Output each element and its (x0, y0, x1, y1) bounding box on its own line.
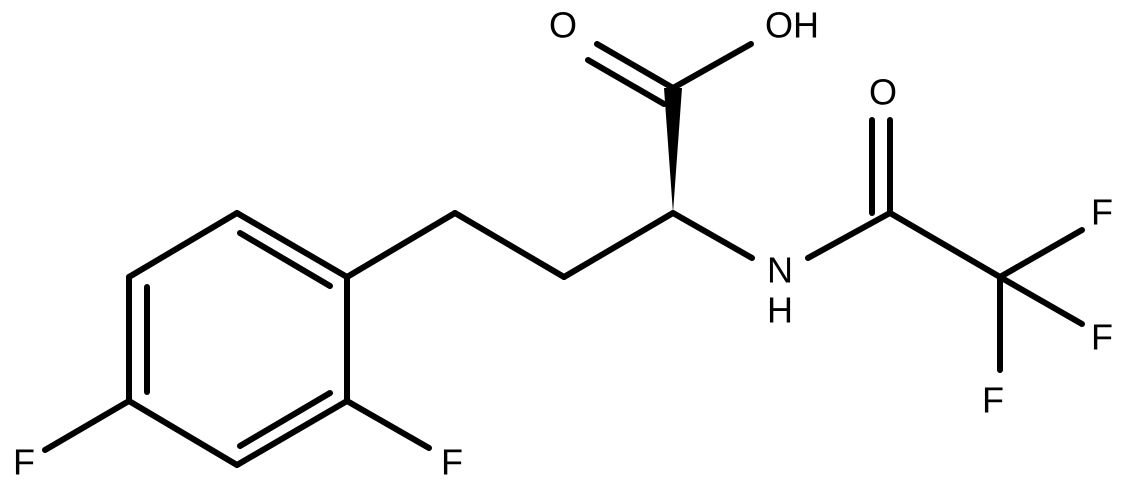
bond-ch2-calpha (561, 210, 676, 280)
bond-n-camide (805, 210, 893, 261)
atom-label-f-cf3-bottom: F (982, 380, 1004, 421)
ring-inner-double-2 (237, 390, 333, 449)
atom-label-f-ring-para: F (13, 442, 35, 483)
atom-label-f-ring-ortho: F (441, 442, 463, 483)
bond-cooh-double-o-1 (594, 41, 676, 91)
atom-label-oh: OH (765, 5, 819, 46)
bond-calpha-n (670, 210, 755, 261)
ring-bond-c6-c1 (126, 210, 240, 280)
atom-label-h: H (767, 290, 793, 331)
bond-cf3-f-top (997, 227, 1085, 280)
stereo-wedge-bond (664, 88, 682, 213)
atom-label-o-amide: O (869, 72, 897, 113)
bond-camide-cf3 (887, 210, 1003, 280)
bond-cooh-oh (670, 41, 754, 91)
ring-bond-c3-c4 (234, 398, 350, 468)
bond-ch2-ch2 (452, 210, 567, 280)
bond-cooh-double-o-2 (585, 57, 667, 107)
bond-ring-f-ortho (344, 398, 432, 451)
bond-ring-f-para (42, 398, 132, 453)
atom-label-o-carbonyl: O (549, 5, 577, 46)
bond-cf3-f-right (997, 274, 1085, 327)
ring-bond-c1-c2 (234, 210, 350, 280)
ring-inner-double-1 (237, 230, 333, 289)
bond-ring-ch2 (344, 210, 458, 280)
atom-label-f-cf3-right: F (1091, 317, 1113, 358)
atom-label-f-cf3-top: F (1091, 192, 1113, 233)
atom-label-n: N (767, 250, 793, 291)
ring-bond-c4-c5 (126, 398, 240, 468)
